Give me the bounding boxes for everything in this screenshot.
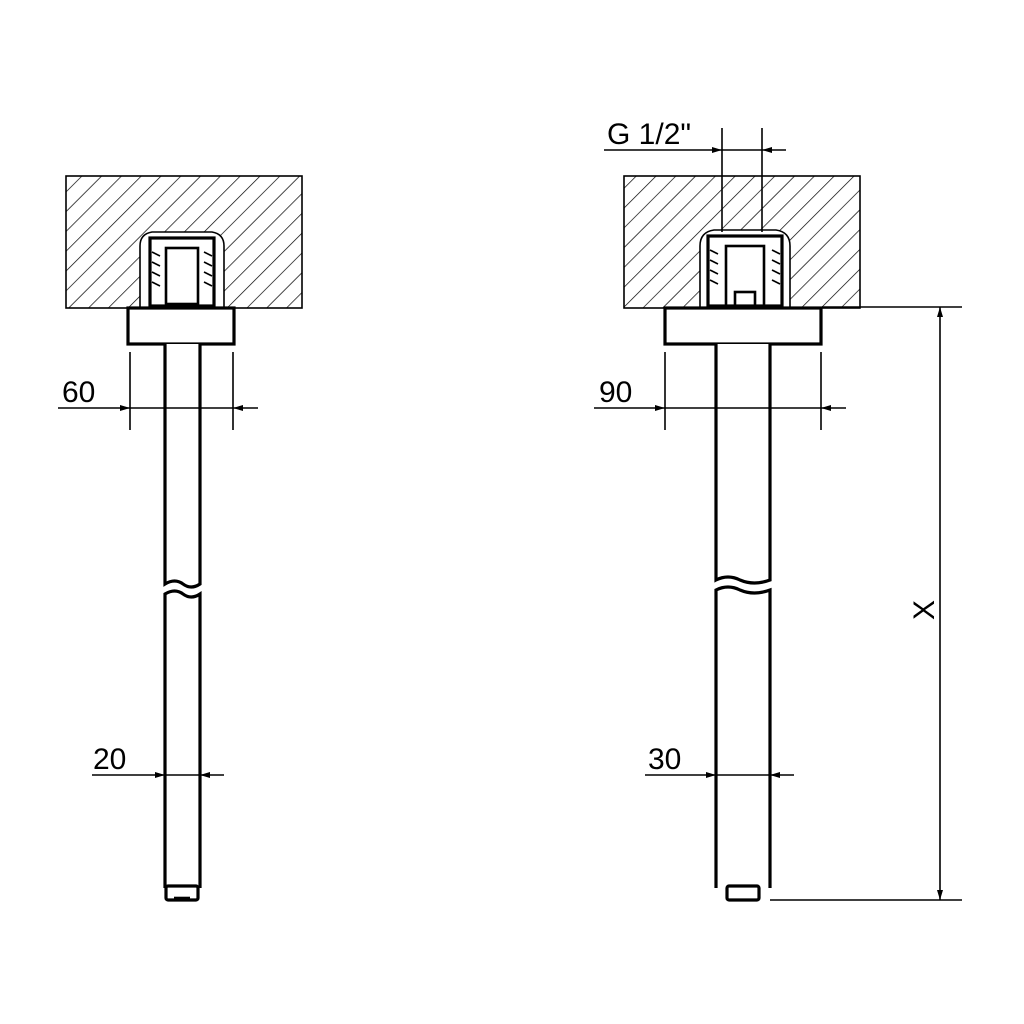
left-shower-arm: 60 20 <box>58 175 303 902</box>
length-x-dimension: X <box>770 306 962 901</box>
right-nozzle <box>725 884 761 902</box>
left-tube-upper <box>163 344 202 589</box>
left-nozzle <box>164 884 200 902</box>
length-x-label: X <box>908 600 941 620</box>
right-threaded-fitting <box>706 234 784 308</box>
right-flange-dimension: 90 <box>594 352 846 430</box>
left-tube-lower <box>163 589 202 888</box>
right-shower-arm: G 1/2" 90 30 X <box>594 118 962 902</box>
thread-dim-label: G 1/2" <box>607 118 691 151</box>
left-tube-dim-label: 20 <box>93 743 126 776</box>
right-flange-dim-label: 90 <box>599 376 632 409</box>
left-flange <box>126 306 236 346</box>
right-tube-upper <box>714 344 772 585</box>
left-flange-dimension: 60 <box>58 352 258 430</box>
right-tube-lower <box>714 585 772 888</box>
left-tube-dimension: 20 <box>92 743 224 778</box>
right-tube-dim-label: 30 <box>648 743 681 776</box>
right-thread-dimension: G 1/2" <box>604 118 786 232</box>
left-threaded-fitting <box>148 236 216 308</box>
right-tube-dimension: 30 <box>645 743 794 778</box>
left-flange-dim-label: 60 <box>62 376 95 409</box>
right-flange <box>663 306 823 346</box>
